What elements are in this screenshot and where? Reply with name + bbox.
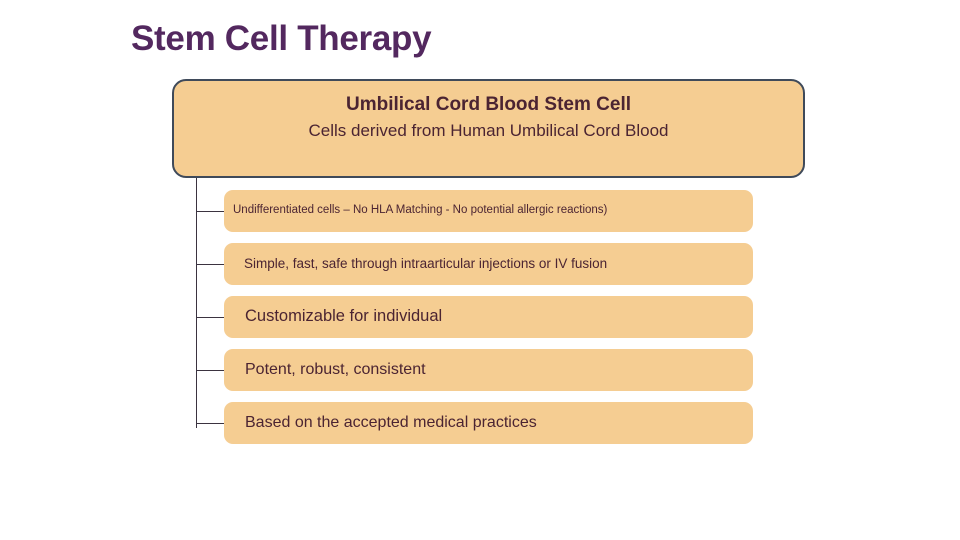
feature-row-label: Simple, fast, safe through intraarticula… xyxy=(244,255,608,271)
page-title: Stem Cell Therapy xyxy=(131,19,432,58)
feature-row-label: Based on the accepted medical practices xyxy=(245,414,537,432)
feature-row: Customizable for individual xyxy=(224,296,753,338)
feature-row: Undifferentiated cells – No HLA Matching… xyxy=(224,190,753,232)
feature-row-label: Potent, robust, consistent xyxy=(245,361,426,379)
connector-branch-2 xyxy=(197,264,224,265)
feature-row-label: Undifferentiated cells – No HLA Matching… xyxy=(233,204,608,217)
root-node-subtitle: Cells derived from Human Umbilical Cord … xyxy=(308,120,669,140)
feature-row: Potent, robust, consistent xyxy=(224,349,753,391)
feature-row: Simple, fast, safe through intraarticula… xyxy=(224,243,753,285)
connector-branch-5 xyxy=(197,423,224,424)
feature-row: Based on the accepted medical practices xyxy=(224,402,753,444)
connector-branch-3 xyxy=(197,317,224,318)
feature-row-label: Customizable for individual xyxy=(245,307,443,326)
root-node-umbilical-cord-blood-stem-cell: Umbilical Cord Blood Stem Cell Cells der… xyxy=(172,79,805,178)
connector-branch-1 xyxy=(197,211,224,212)
connector-branch-4 xyxy=(197,370,224,371)
connector-trunk-line xyxy=(196,178,197,428)
root-node-title: Umbilical Cord Blood Stem Cell xyxy=(345,94,632,115)
